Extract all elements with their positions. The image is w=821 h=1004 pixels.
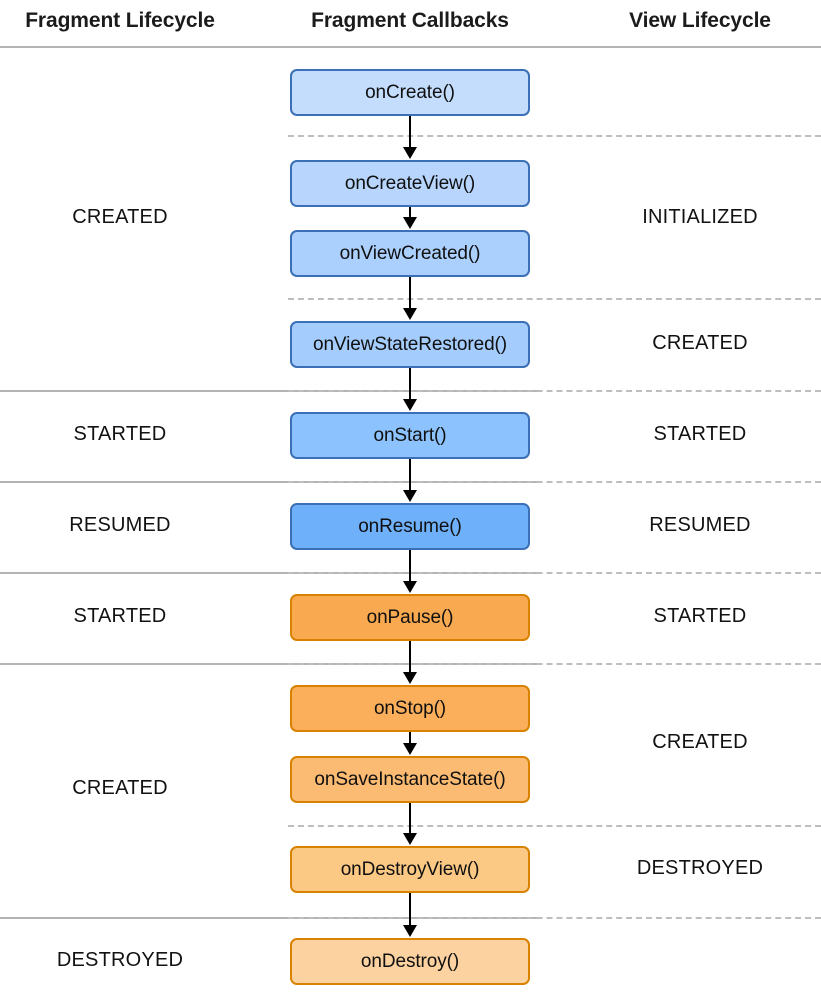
view-lifecycle-state-label: STARTED <box>653 605 747 627</box>
flow-arrow-icon <box>403 207 417 229</box>
callback-box: onStop() <box>290 685 530 732</box>
view-lifecycle-state-label: DESTROYED <box>636 857 764 879</box>
flow-arrow-icon <box>403 641 417 684</box>
fragment-state-separator-line <box>0 481 541 483</box>
column-header-view-lifecycle: View Lifecycle <box>629 9 771 32</box>
callback-box: onDestroy() <box>290 938 530 985</box>
callback-box: onDestroyView() <box>290 846 530 893</box>
fragment-state-separator-line <box>0 572 541 574</box>
flow-arrow-icon <box>403 116 417 159</box>
flow-arrow-icon <box>403 368 417 411</box>
view-lifecycle-state-label: STARTED <box>653 423 747 445</box>
callback-box: onStart() <box>290 412 530 459</box>
fragment-lifecycle-state-label: STARTED <box>73 605 167 627</box>
flow-arrow-icon <box>403 803 417 845</box>
view-state-separator-line <box>288 481 821 483</box>
fragment-lifecycle-state-label: STARTED <box>73 423 167 445</box>
view-lifecycle-state-label: RESUMED <box>649 514 751 536</box>
callback-box: onViewCreated() <box>290 230 530 277</box>
callback-box: onResume() <box>290 503 530 550</box>
column-header-fragment-lifecycle: Fragment Lifecycle <box>25 9 215 32</box>
callback-box: onPause() <box>290 594 530 641</box>
callback-box: onCreateView() <box>290 160 530 207</box>
fragment-lifecycle-state-label: RESUMED <box>69 514 171 536</box>
view-state-separator-line <box>288 135 821 137</box>
fragment-lifecycle-state-label: DESTROYED <box>56 949 184 971</box>
view-state-separator-line <box>288 572 821 574</box>
view-lifecycle-state-label: CREATED <box>652 332 748 354</box>
view-state-separator-line <box>288 390 821 392</box>
header-separator-line <box>0 46 821 48</box>
flow-arrow-icon <box>403 893 417 937</box>
flow-arrow-icon <box>403 277 417 320</box>
fragment-lifecycle-state-label: CREATED <box>72 206 168 228</box>
view-lifecycle-state-label: CREATED <box>652 731 748 753</box>
callback-box: onSaveInstanceState() <box>290 756 530 803</box>
flow-arrow-icon <box>403 459 417 502</box>
view-state-separator-line <box>288 825 821 827</box>
fragment-state-separator-line <box>0 390 541 392</box>
view-state-separator-line <box>288 298 821 300</box>
flow-arrow-icon <box>403 550 417 593</box>
callback-box: onViewStateRestored() <box>290 321 530 368</box>
fragment-state-separator-line <box>0 917 541 919</box>
fragment-state-separator-line <box>0 663 541 665</box>
view-lifecycle-state-label: INITIALIZED <box>642 206 758 228</box>
callback-box: onCreate() <box>290 69 530 116</box>
flow-arrow-icon <box>403 732 417 755</box>
view-state-separator-line <box>288 917 821 919</box>
fragment-lifecycle-state-label: CREATED <box>72 777 168 799</box>
view-state-separator-line <box>288 663 821 665</box>
column-header-fragment-callbacks: Fragment Callbacks <box>311 9 509 32</box>
